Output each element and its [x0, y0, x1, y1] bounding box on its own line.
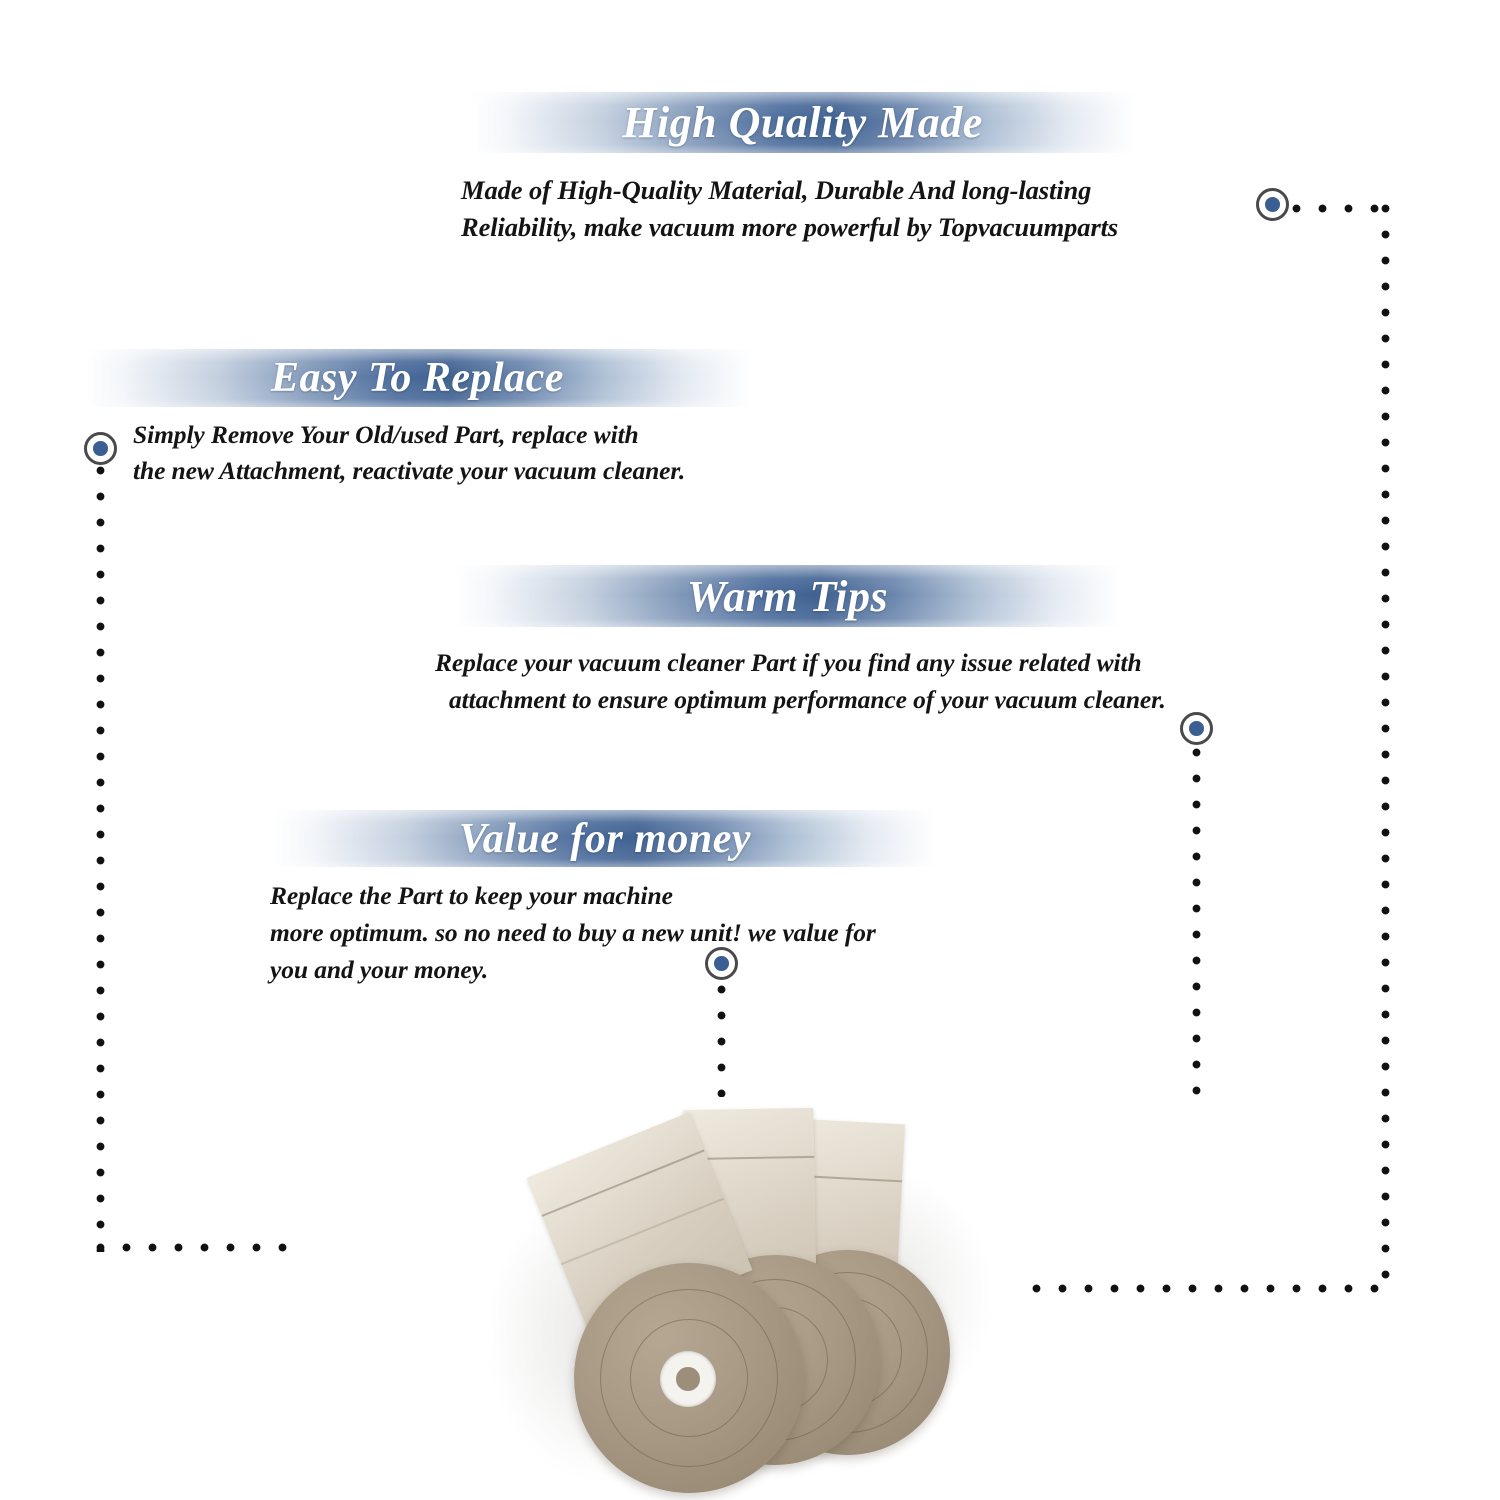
connector-segment-high-quality-horizontal — [1292, 204, 1389, 213]
section-body-easy-to-replace: Simply Remove Your Old/used Part, replac… — [133, 417, 873, 489]
marker-easy-to-replace[interactable] — [84, 432, 117, 465]
banner-easy-to-replace: Easy To Replace — [85, 349, 750, 407]
collar-ring — [600, 1289, 778, 1467]
connector-segment-value-vertical — [717, 985, 726, 1097]
bag-paper-seam — [560, 1197, 725, 1266]
marker-core-icon — [714, 956, 729, 971]
section-body-value-for-money: Replace the Part to keep your machine mo… — [270, 877, 1000, 988]
connector-segment-right-vertical — [1381, 204, 1390, 1292]
marker-value-for-money[interactable] — [705, 947, 738, 980]
section-title-easy-to-replace: Easy To Replace — [271, 355, 564, 401]
connector-segment-bottom-right-horizontal — [1032, 1284, 1385, 1293]
connector-segment-warm-tips-vertical — [1192, 748, 1201, 1100]
banner-value-for-money: Value for money — [275, 810, 935, 867]
body-line: Reliability, make vacuum more powerful b… — [461, 212, 1119, 242]
marker-core-icon — [1265, 197, 1280, 212]
marker-high-quality-made[interactable] — [1256, 188, 1289, 221]
body-line: more optimum. so no need to buy a new un… — [270, 918, 876, 947]
body-line: Simply Remove Your Old/used Part, replac… — [133, 420, 639, 449]
collar-hole — [676, 1367, 700, 1391]
section-title-warm-tips: Warm Tips — [686, 571, 889, 621]
bag-collar-hub — [660, 1351, 716, 1407]
banner-warm-tips: Warm Tips — [455, 565, 1120, 627]
marker-warm-tips[interactable] — [1180, 712, 1213, 745]
section-body-warm-tips: Replace your vacuum cleaner Part if you … — [435, 644, 1295, 718]
marker-core-icon — [1189, 721, 1204, 736]
section-title-high-quality-made: High Quality Made — [622, 98, 983, 147]
body-line: Replace your vacuum cleaner Part if you … — [435, 648, 1142, 677]
marker-core-icon — [93, 441, 108, 456]
section-title-value-for-money: Value for money — [458, 815, 752, 862]
body-line: attachment to ensure optimum performance… — [449, 685, 1166, 714]
body-line: you and your money. — [270, 955, 489, 984]
body-line: the new Attachment, reactivate your vacu… — [133, 456, 686, 485]
body-line: Made of High-Quality Material, Durable A… — [461, 175, 1092, 205]
body-line: Replace the Part to keep your machine — [270, 881, 673, 910]
connector-segment-bottom-left-horizontal — [96, 1243, 298, 1252]
section-body-high-quality-made: Made of High-Quality Material, Durable A… — [461, 172, 1221, 246]
bag-paper-seam — [541, 1149, 705, 1217]
collar-ring — [630, 1319, 748, 1437]
product-image-vacuum-bags — [485, 1105, 995, 1500]
connector-segment-left-vertical — [96, 466, 105, 1252]
bag-collar — [574, 1263, 804, 1493]
banner-high-quality-made: High Quality Made — [470, 92, 1135, 153]
vacuum-bag-front — [520, 1105, 980, 1500]
